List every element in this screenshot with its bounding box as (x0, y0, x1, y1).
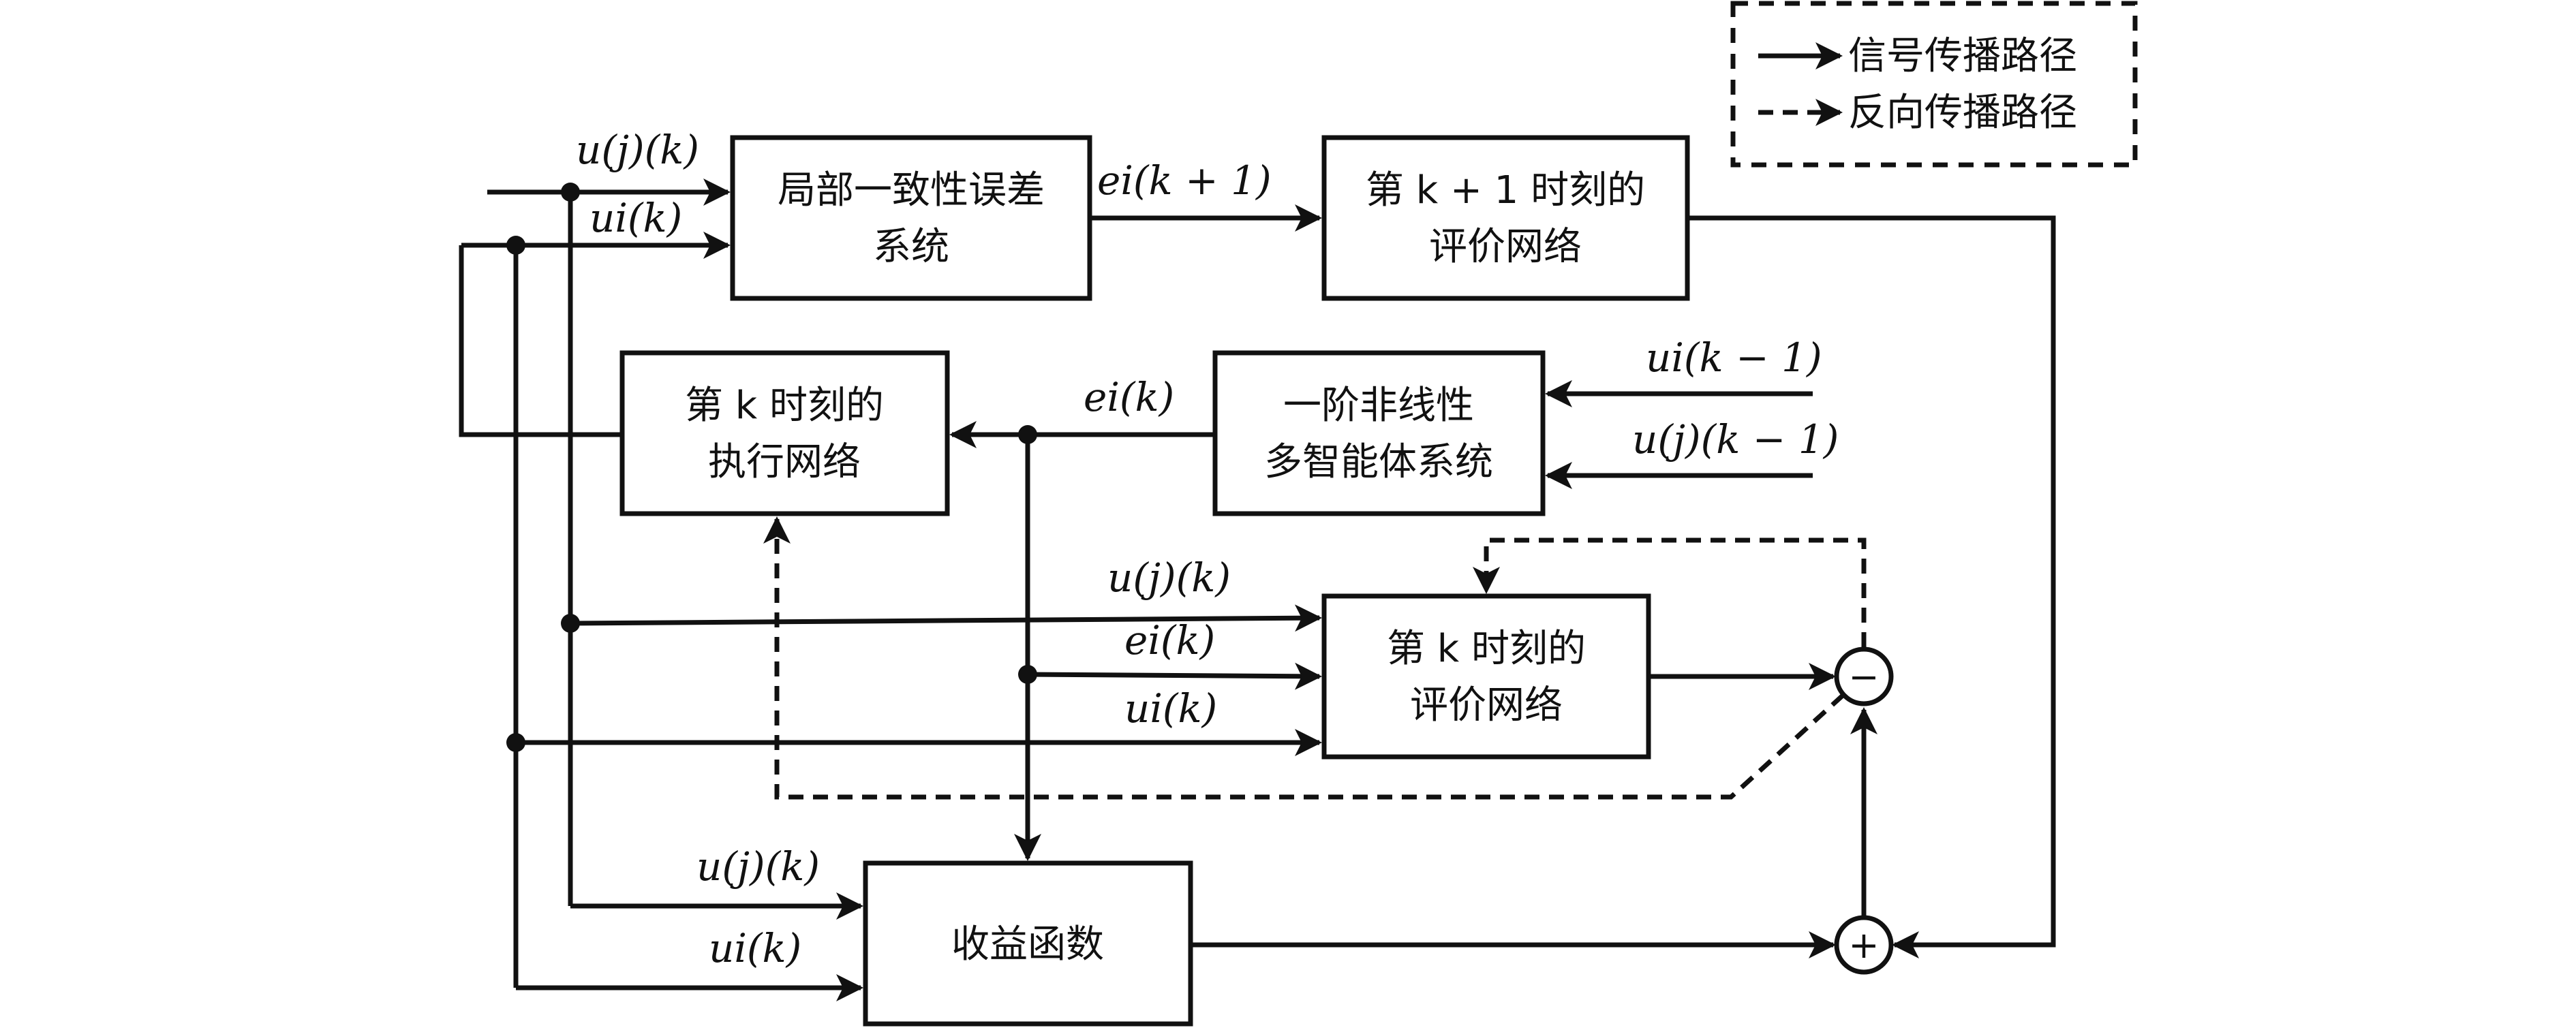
dot-ui-top (506, 236, 525, 255)
critic-k1-label-2: 评价网络 (1429, 225, 1582, 269)
junction-dots (506, 183, 1037, 752)
line-uj-critic (570, 604, 1322, 632)
critic-k-label-2: 评价网络 (1410, 683, 1563, 728)
actor-k-block (619, 350, 950, 516)
signal-labels: u(j)(k) ui(k) ei(k + 1) ei(k) ui(k − 1) … (576, 127, 1839, 971)
critic-k1-label-1: 第 k + 1 时刻的 (1366, 168, 1645, 213)
mas-label-1: 一阶非线性 (1283, 384, 1474, 428)
legend-dashed-label: 反向传播路径 (1848, 91, 2077, 135)
label-uj-critic: u(j)(k) (1107, 555, 1231, 601)
label-uj-top: u(j)(k) (576, 127, 699, 173)
block-labels: 局部一致性误差 系统 第 k + 1 时刻的 评价网络 第 k 时刻的 执行网络… (685, 168, 1645, 967)
legend-solid-label: 信号传播路径 (1848, 34, 2077, 78)
label-ui-top: ui(k) (589, 195, 682, 241)
mas-block (1212, 350, 1546, 516)
label-ui-critic: ui(k) (1124, 685, 1217, 732)
mas-label-2: 多智能体系统 (1264, 440, 1493, 484)
dot-ei-mid (1018, 425, 1037, 444)
backprop-lines (763, 516, 1867, 800)
minus-junction (1834, 646, 1894, 706)
dot-uj-critic (561, 614, 580, 633)
actor-k-label-1: 第 k 时刻的 (685, 384, 884, 428)
dot-ui-critic (506, 733, 525, 752)
reward-label: 收益函数 (951, 922, 1104, 967)
legend: 信号传播路径 反向传播路径 (1730, 1, 2138, 168)
label-ui-km1: ui(k − 1) (1646, 334, 1822, 381)
label-ui-reward: ui(k) (709, 925, 801, 971)
critic-k-label-1: 第 k 时刻的 (1387, 627, 1586, 671)
line-actor-loop (459, 245, 622, 437)
critic-k1-block (1321, 135, 1690, 301)
plus-junction (1834, 915, 1894, 975)
actor-k-label-2: 执行网络 (708, 440, 861, 484)
dashed-to-actor-k (763, 516, 1845, 800)
label-ei-critic: ei(k) (1124, 617, 1215, 664)
line-critic-k1-out (1687, 215, 2056, 958)
plus-sign: + (1848, 924, 1879, 967)
minus-sign: − (1848, 655, 1879, 698)
line-ei-critic (1027, 662, 1322, 690)
signal-lines (459, 178, 2056, 1001)
dot-uj-top (561, 183, 580, 202)
dashed-to-critic-k (1473, 537, 1867, 647)
label-uj-reward: u(j)(k) (696, 843, 820, 890)
local-error-label-2: 系统 (873, 225, 949, 269)
dot-ei-critic (1018, 665, 1037, 684)
label-ei-k1: ei(k + 1) (1097, 157, 1272, 204)
label-uj-km1: u(j)(k − 1) (1632, 416, 1839, 463)
critic-k-block (1321, 593, 1651, 760)
local-error-label-1: 局部一致性误差 (778, 168, 1045, 213)
summing-junctions: − + (1834, 646, 1894, 975)
legend-frame (1730, 1, 2138, 168)
local-error-block (730, 135, 1092, 301)
label-ei-mid: ei(k) (1084, 374, 1174, 420)
